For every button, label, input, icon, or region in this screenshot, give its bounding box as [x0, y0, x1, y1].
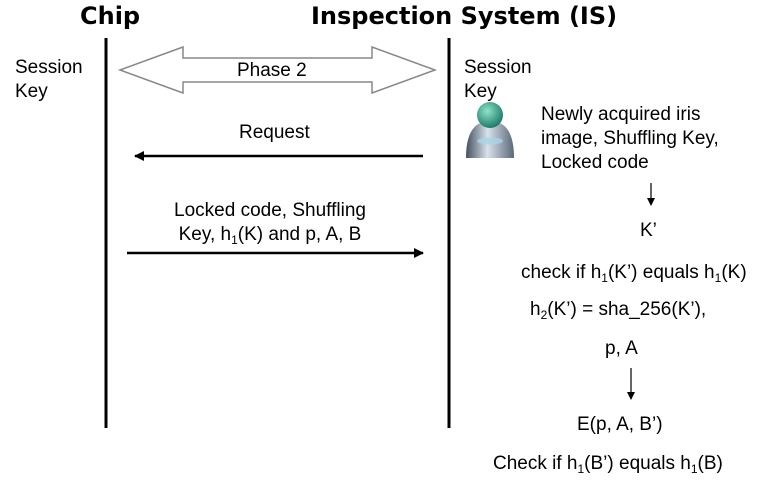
chip-session-key: Session Key: [15, 56, 83, 104]
message-label: Locked code, Shuffling Key, h1(K) and p,…: [145, 199, 395, 247]
request-label: Request: [239, 122, 310, 143]
is-session-key-line2: Key: [464, 81, 497, 102]
message-line1: Locked code, Shuffling: [174, 200, 366, 221]
phase-label: Phase 2: [237, 60, 307, 81]
check-b-label: Check if h1(B’) equals h1(B): [493, 453, 723, 476]
is-inputs-line3: Locked code: [541, 152, 649, 173]
message-line2: Key, h1(K) and p, A, B: [178, 224, 362, 247]
p-a-label: p, A: [605, 338, 638, 359]
is-session-key: Session Key: [464, 56, 532, 104]
k-prime-label: K’: [640, 220, 657, 241]
phase-2-arrow: [117, 45, 438, 95]
inspection-system-header: Inspection System (IS): [311, 2, 618, 30]
chip-session-key-line2: Key: [15, 81, 48, 102]
encryption-label: E(p, A, B’): [577, 414, 663, 435]
is-inputs: Newly acquired iris image, Shuffling Key…: [541, 103, 719, 175]
hash-label: h2(K’) = sha_256(K’),: [530, 299, 707, 322]
is-session-key-line1: Session: [464, 57, 532, 78]
user-icon: [466, 102, 514, 158]
chip-session-key-line1: Session: [15, 57, 83, 78]
is-inputs-line2: image, Shuffling Key,: [541, 128, 719, 149]
check-k-label: check if h1(K’) equals h1(K): [521, 262, 747, 285]
is-inputs-line1: Newly acquired iris: [541, 104, 701, 125]
chip-header: Chip: [80, 2, 141, 30]
